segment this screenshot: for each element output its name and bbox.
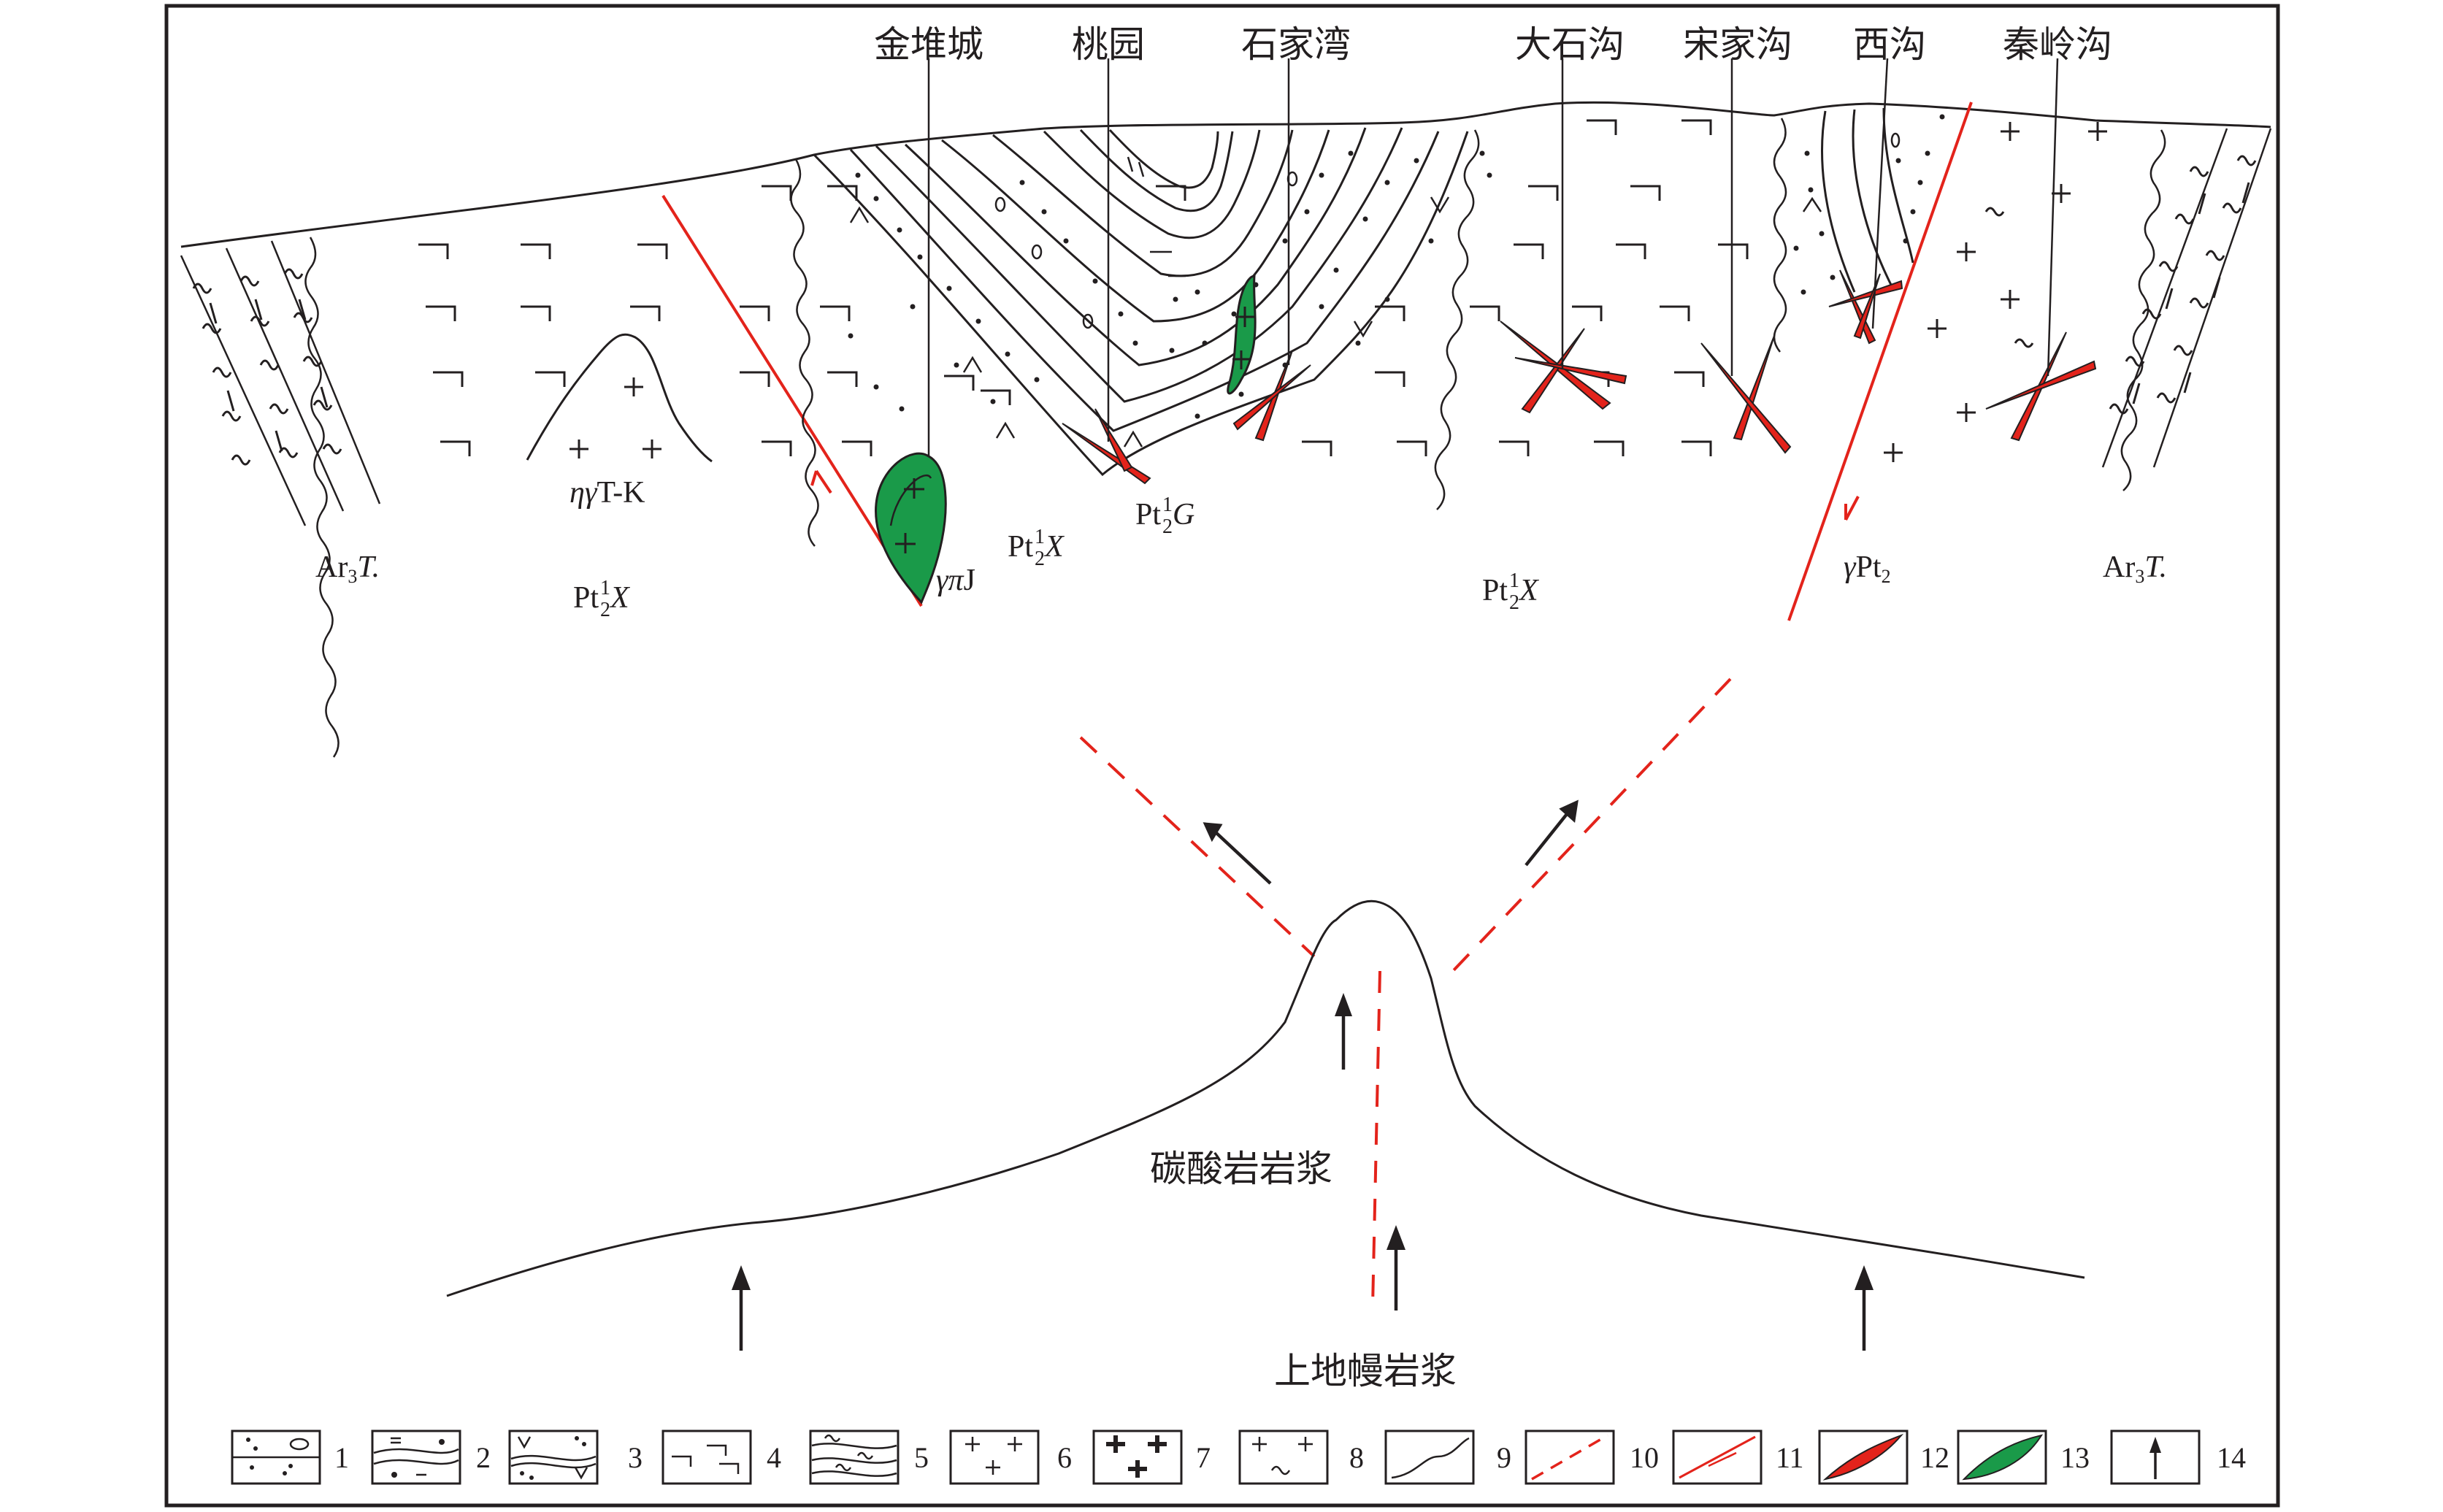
deep-fault-left [1079,736,1316,958]
figure-frame [164,4,2280,1508]
deep-fault-central [1371,970,1381,1308]
carbonatite-magma-dome [446,899,2085,1297]
legend-item-9: 9 [1384,1430,1511,1485]
label-upper-mantle-magma: 上地幔岩浆 [1274,1350,1457,1392]
right-fault [1787,101,1973,621]
deep-fault-right [1451,678,1732,972]
sandstone-stipple [848,150,1492,419]
svg-text:9: 9 [1497,1441,1511,1474]
right-sediment-wedge [1773,107,1945,353]
legend-item-12: 12 [1818,1430,1949,1485]
legend-item-6: 6 [949,1430,1072,1485]
locality-leaders [927,58,2059,456]
legend-item-13: 13 [1957,1430,2090,1485]
svg-text:5: 5 [914,1441,929,1474]
andesite-v [849,196,1450,448]
svg-text:4: 4 [767,1441,781,1474]
svg-text:1: 1 [334,1441,349,1474]
central-syncline [790,127,1492,547]
shale-dashes [1127,156,1186,277]
right-granite-pattern [1884,122,2107,462]
unit-ar3t-left: Ar3T. [315,550,380,587]
unit-gamma-pi-j: γπJ [936,564,975,597]
svg-text:12: 12 [1920,1441,1949,1474]
locality-labels: 金堆城 桃园 石家湾 大石沟 宋家沟 西沟 秦岭沟 [874,23,2112,66]
green-intrusion-syncline [1227,275,1257,395]
left-fault-slip-arrow [810,469,832,494]
svg-text:6: 6 [1057,1441,1072,1474]
locality-songjiagou: 宋家沟 [1683,23,1792,66]
legend-item-2: 2 [371,1430,491,1485]
locality-xigou: 西沟 [1853,23,1926,66]
syncline-outer-right [1434,129,1480,510]
right-fault-slip-arrow [1844,496,1860,521]
locality-jinduicheng: 金堆城 [874,23,983,66]
legend-item-3: 3 [508,1430,643,1485]
legend-item-4: 4 [661,1430,781,1485]
legend-item-5: 5 [809,1430,929,1485]
right-wavy-contact [2120,129,2166,491]
basalt-pattern [418,119,1749,456]
left-metamorphic-belt [180,237,381,758]
locality-qinlinggou: 秦岭沟 [2003,23,2112,66]
legend-item-10: 10 [1525,1430,1659,1485]
svg-text:7: 7 [1196,1441,1211,1474]
locality-dashigou: 大石沟 [1515,23,1625,66]
svg-text:11: 11 [1776,1441,1804,1474]
conglomerate-ovals [994,171,1298,329]
legend-item-11: 11 [1672,1430,1804,1485]
red-dykes [1062,269,2097,485]
svg-text:14: 14 [2217,1441,2246,1474]
right-metamorphic-belt [2101,128,2272,468]
unit-gamma-pt2: γPt2 [1844,550,1891,587]
left-granite-dome [526,333,713,463]
legend-item-8: 8 [1238,1430,1364,1485]
left-fault [661,194,923,607]
locality-taoyuan: 桃园 [1072,23,1145,66]
legend-item-1: 1 [231,1430,349,1485]
svg-text:2: 2 [476,1441,491,1474]
label-carbonatite-magma: 碳酸岩岩浆 [1150,1148,1332,1190]
svg-text:3: 3 [628,1441,643,1474]
magma-flow-arrows [732,799,1874,1351]
svg-text:10: 10 [1630,1441,1659,1474]
unit-ar3t-right: Ar3T. [2103,550,2167,587]
svg-text:13: 13 [2060,1441,2090,1474]
legend-item-14: 14 [2110,1430,2246,1485]
legend-item-7: 7 [1092,1430,1211,1485]
left-wavy-contact [304,237,340,758]
topographic-surface [180,101,2271,248]
green-intrusion-left [875,452,947,605]
syncline-outer-left [790,158,819,547]
legend: 1 2 3 4 5 [231,1430,2246,1485]
unit-eta-gamma-tk: ηγT-K [569,476,645,510]
locality-shijiawan: 石家湾 [1241,23,1351,66]
svg-text:8: 8 [1349,1441,1364,1474]
